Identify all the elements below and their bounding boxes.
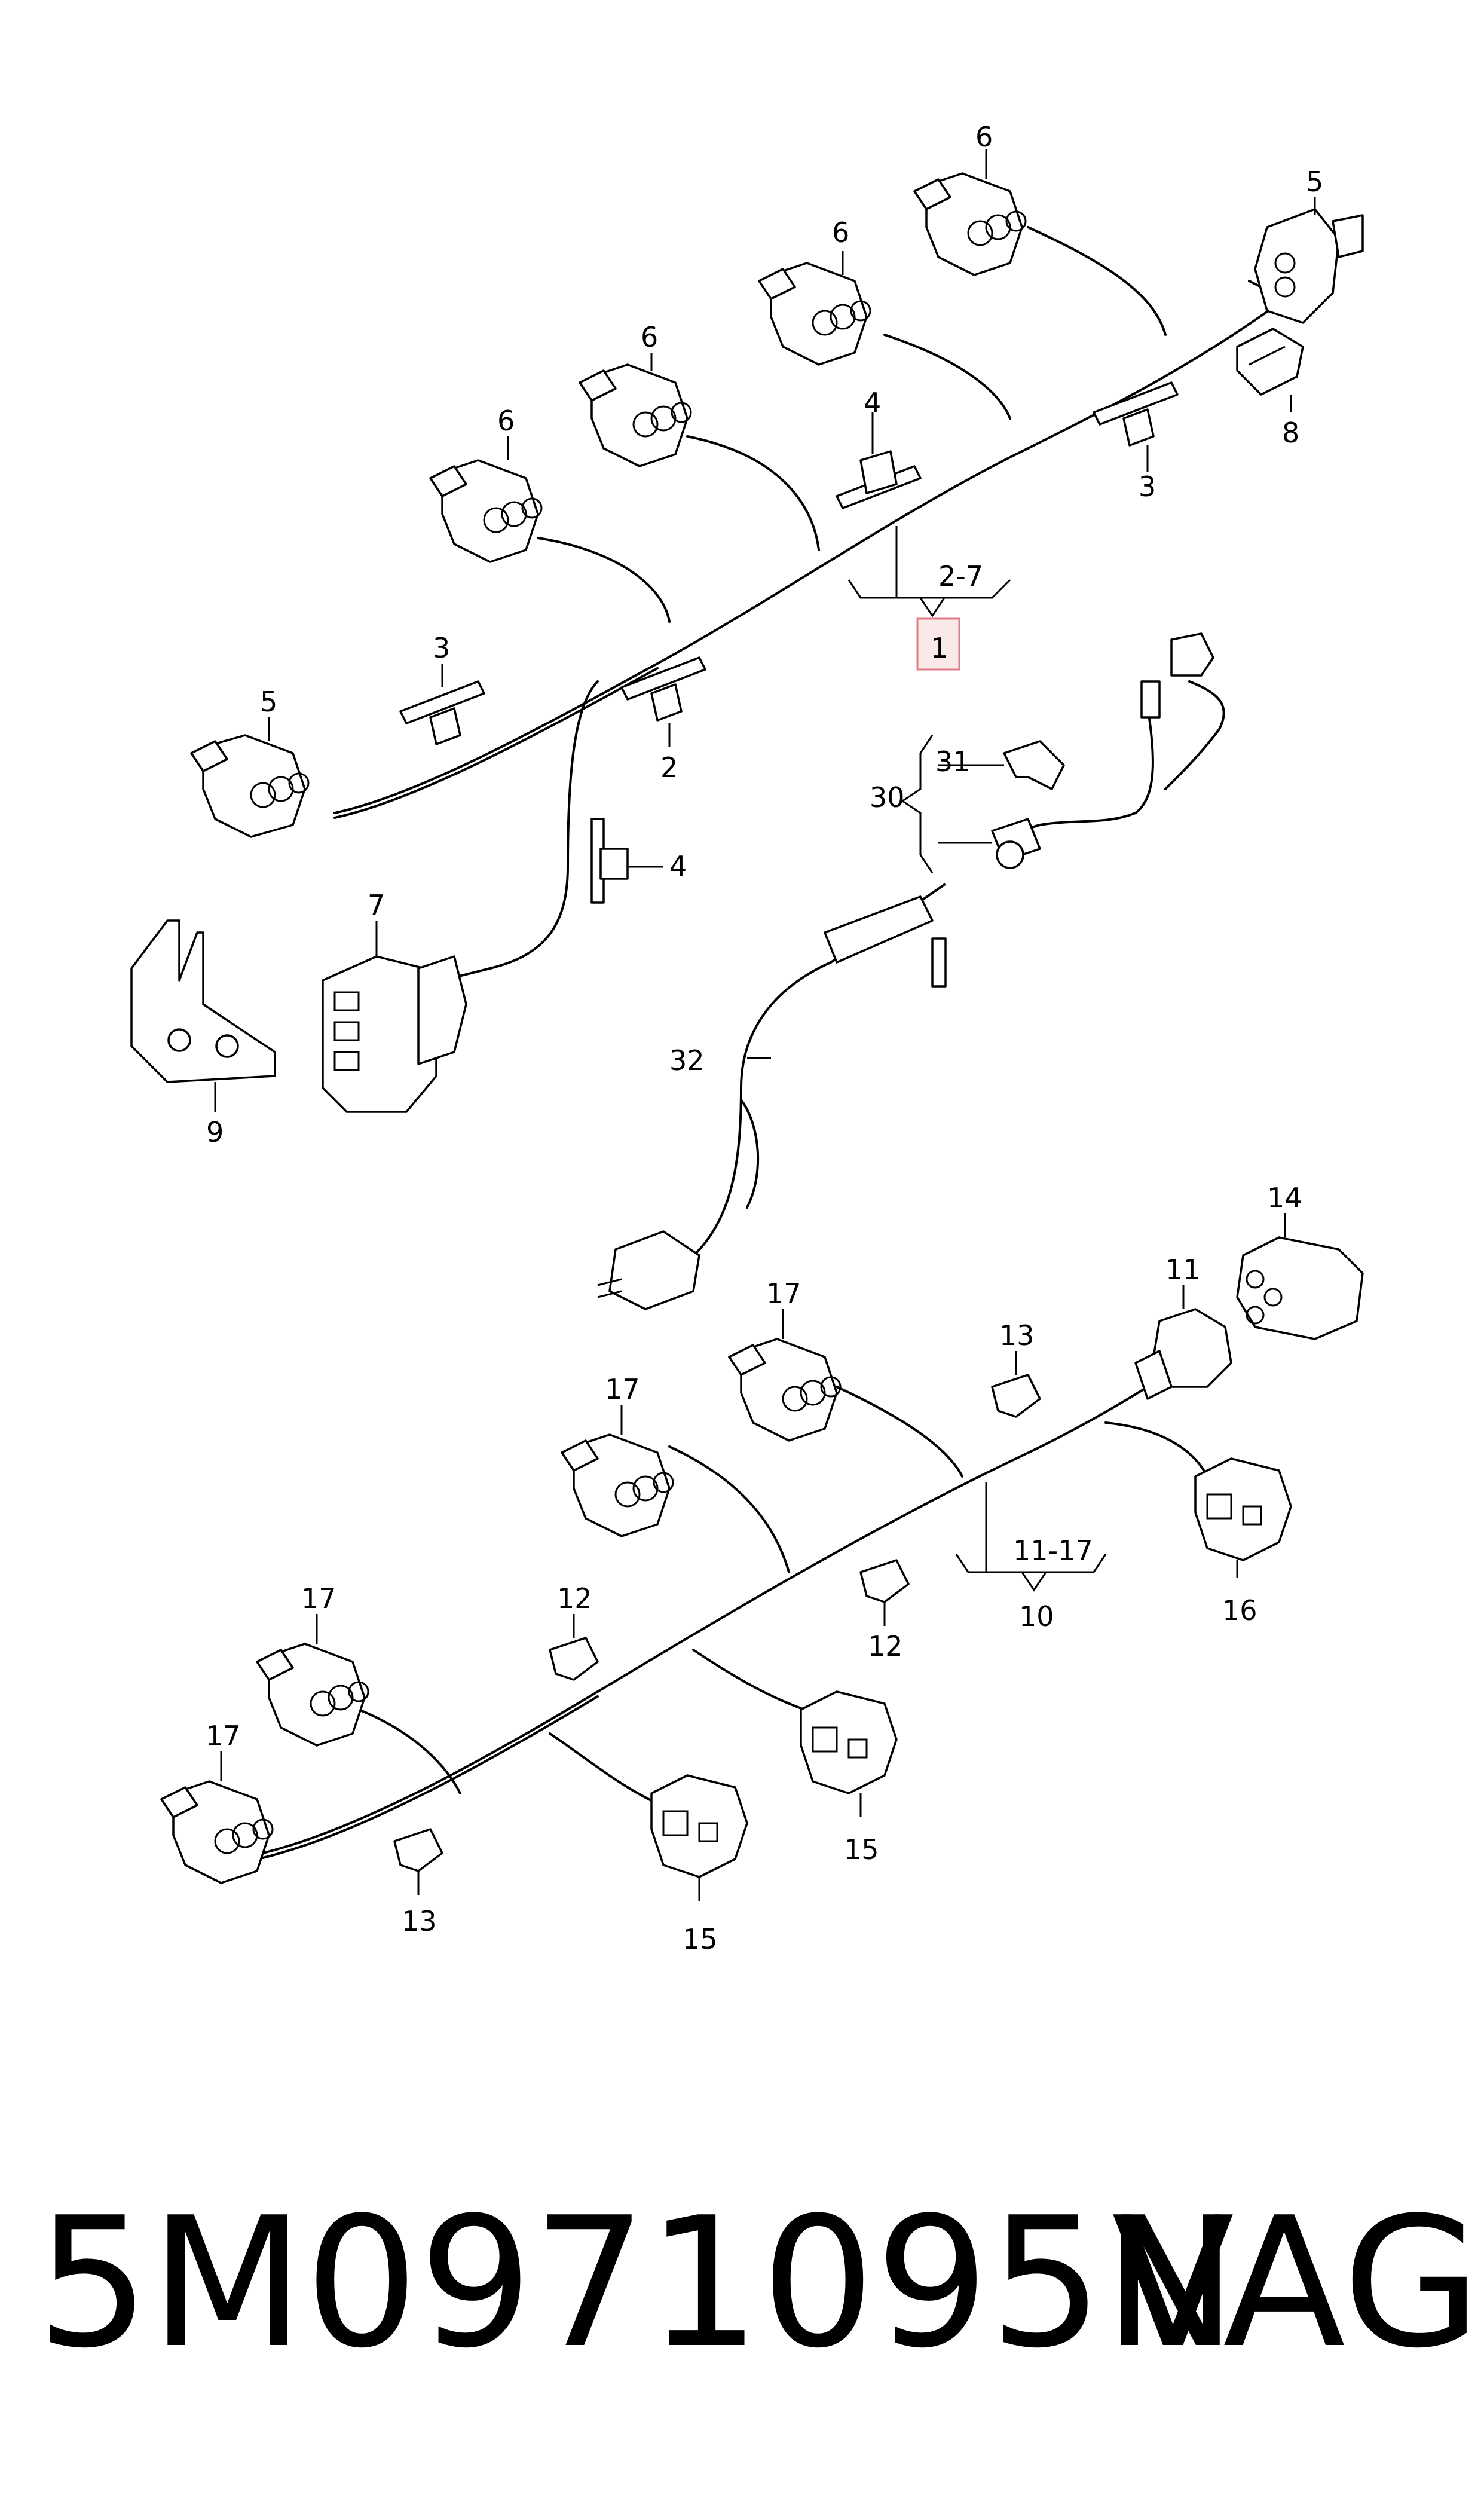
part-number: 5M0971095N bbox=[36, 2179, 1238, 2387]
connector-15-right bbox=[800, 1690, 898, 1794]
clip-31 bbox=[1003, 740, 1065, 790]
callout-17: 17 bbox=[301, 1582, 336, 1615]
callout-12: 12 bbox=[868, 1630, 903, 1662]
clip-2 bbox=[620, 656, 706, 722]
callout-12: 12 bbox=[557, 1582, 592, 1615]
callout-11: 11 bbox=[1165, 1254, 1201, 1286]
callout-6: 6 bbox=[832, 216, 849, 249]
callout-4: 4 bbox=[669, 850, 687, 882]
clip-3-right bbox=[1093, 381, 1179, 447]
brand-name: VAG bbox=[1112, 2179, 1482, 2387]
callout-4: 4 bbox=[864, 387, 881, 419]
callout-30: 30 bbox=[870, 781, 905, 814]
callout-1: 1 bbox=[931, 632, 948, 664]
callout-5: 5 bbox=[260, 686, 277, 718]
callout-5: 5 bbox=[1306, 166, 1323, 198]
callout-31: 31 bbox=[935, 745, 971, 778]
clip-13-lower bbox=[393, 1828, 443, 1872]
harness-upper bbox=[333, 226, 1286, 982]
connector-15-left bbox=[650, 1774, 748, 1878]
sensor-cable-32 bbox=[597, 632, 1225, 1310]
connector-6-c bbox=[758, 262, 871, 366]
callout-13: 13 bbox=[999, 1319, 1035, 1352]
callout-2-7: 2-7 bbox=[938, 560, 983, 592]
callout-6: 6 bbox=[497, 405, 515, 437]
clip-13-upper bbox=[991, 1374, 1041, 1418]
callout-7: 7 bbox=[368, 889, 385, 921]
connector-11 bbox=[1134, 1308, 1232, 1400]
harness-lower bbox=[262, 1338, 1226, 1859]
connector-14 bbox=[1236, 1236, 1364, 1340]
callout-17: 17 bbox=[605, 1373, 640, 1405]
callout-32: 32 bbox=[669, 1044, 705, 1077]
callout-17: 17 bbox=[206, 1720, 241, 1752]
callout-9: 9 bbox=[206, 1116, 224, 1148]
connector-17-d bbox=[160, 1780, 274, 1884]
leader-lines bbox=[214, 149, 1316, 1901]
callout-labels: 6 5 6 6 8 4 6 3 2-7 1 3 5 2 4 7 9 31 30 … bbox=[206, 121, 1323, 1955]
connector-6-a bbox=[429, 459, 543, 563]
callout-8: 8 bbox=[1282, 417, 1299, 449]
clip-4-upper bbox=[836, 450, 922, 509]
clip-12-left bbox=[549, 1637, 599, 1681]
callout-3: 3 bbox=[1139, 470, 1156, 503]
callout-6: 6 bbox=[641, 321, 658, 353]
callout-15: 15 bbox=[844, 1833, 879, 1866]
connector-5-left bbox=[190, 734, 310, 838]
callout-17: 17 bbox=[766, 1277, 801, 1310]
connector-6-b bbox=[579, 363, 692, 467]
callout-15: 15 bbox=[683, 1923, 718, 1955]
highlight-box-1 bbox=[916, 617, 960, 671]
callout-3: 3 bbox=[433, 632, 450, 664]
clip-8 bbox=[1236, 328, 1304, 396]
clip-4-lower bbox=[590, 818, 629, 904]
callout-14: 14 bbox=[1267, 1182, 1302, 1214]
callout-10: 10 bbox=[1019, 1600, 1054, 1633]
connector-17-c bbox=[256, 1643, 369, 1747]
connector-7 bbox=[322, 955, 467, 1113]
callout-13: 13 bbox=[402, 1905, 437, 1937]
footer-caption: 5M0971095N VAG bbox=[36, 2176, 1481, 2391]
connector-17-a bbox=[728, 1338, 842, 1442]
bracket-30 bbox=[901, 735, 934, 873]
clip-12-right bbox=[859, 1559, 910, 1603]
clip-3-left bbox=[399, 680, 485, 745]
connector-5-top bbox=[1254, 208, 1364, 324]
callout-2: 2 bbox=[660, 751, 678, 784]
bracket-9 bbox=[130, 919, 276, 1083]
callout-11-17: 11-17 bbox=[1013, 1534, 1093, 1567]
connector-6-d bbox=[913, 172, 1027, 276]
connector-17-b bbox=[561, 1433, 674, 1537]
callout-16: 16 bbox=[1222, 1594, 1257, 1627]
connector-16 bbox=[1194, 1457, 1292, 1561]
callout-6: 6 bbox=[975, 121, 993, 153]
